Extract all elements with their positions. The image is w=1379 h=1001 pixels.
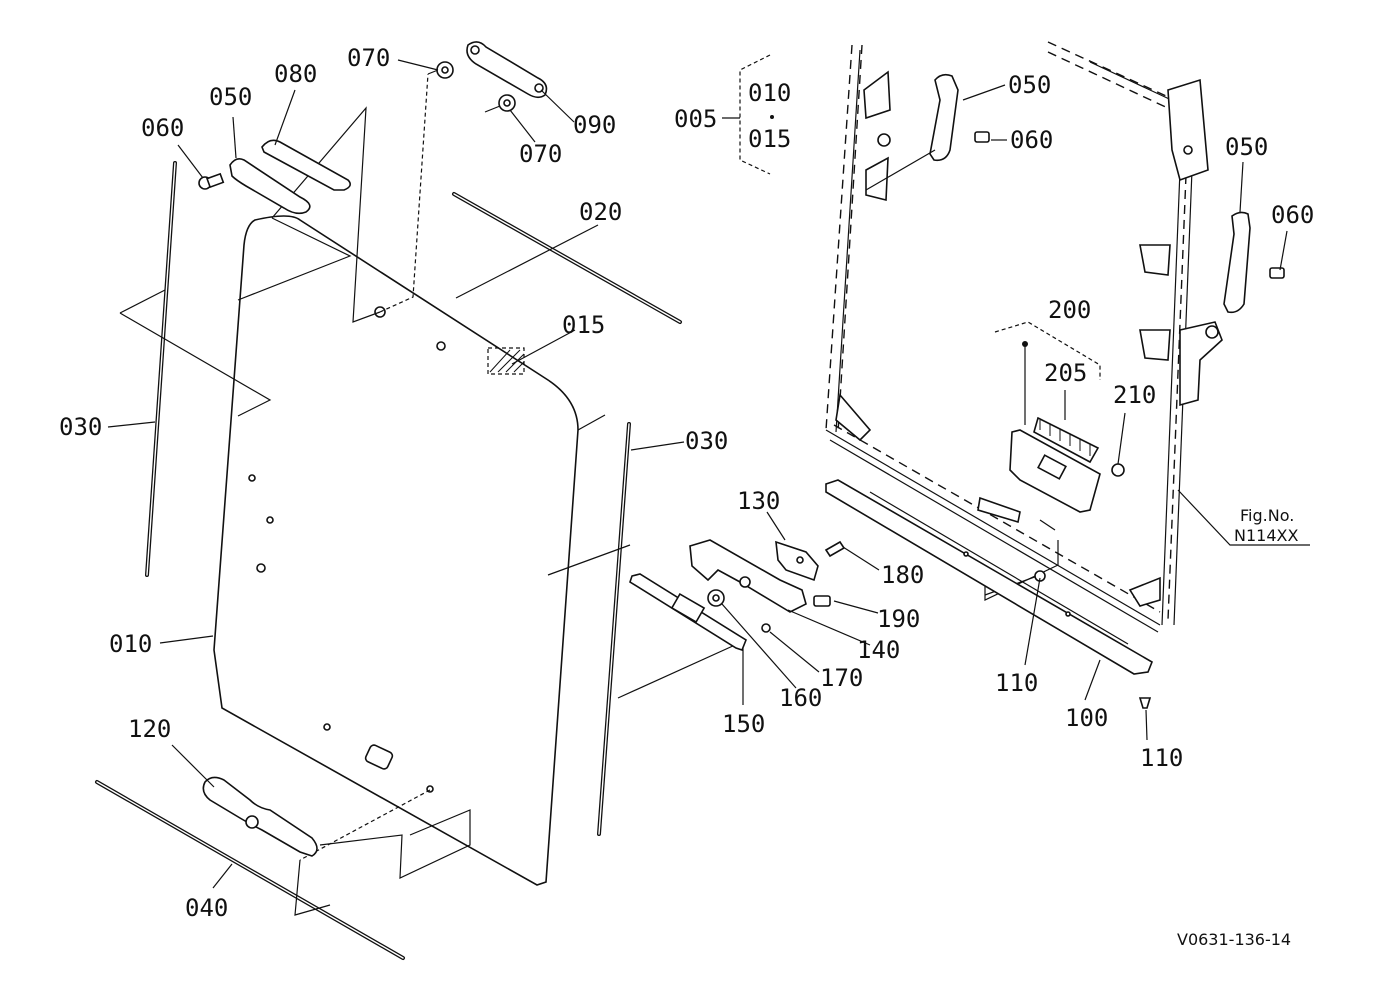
construction-lines bbox=[119, 69, 1059, 916]
label-160: 160 bbox=[779, 684, 822, 712]
label-070b: 070 bbox=[519, 140, 562, 168]
label-070a: 070 bbox=[347, 44, 390, 72]
label-050b: 050 bbox=[1008, 71, 1051, 99]
latch-assembly bbox=[629, 321, 1153, 709]
label-110a: 110 bbox=[995, 669, 1038, 697]
door-glass-010 bbox=[213, 215, 579, 886]
label-110b: 110 bbox=[1140, 744, 1183, 772]
label-030b: 030 bbox=[685, 427, 728, 455]
label-030a: 030 bbox=[59, 413, 102, 441]
seal-strips bbox=[95, 161, 682, 960]
label-060c: 060 bbox=[1271, 201, 1314, 229]
label-050c: 050 bbox=[1225, 133, 1268, 161]
fig-ref-line1: Fig.No. bbox=[1240, 506, 1294, 525]
figure-code: V0631-136-14 bbox=[1177, 930, 1291, 949]
label-150: 150 bbox=[722, 710, 765, 738]
label-015: 015 bbox=[562, 311, 605, 339]
label-020: 020 bbox=[579, 198, 622, 226]
label-140: 140 bbox=[857, 636, 900, 664]
label-200: 200 bbox=[1048, 296, 1091, 324]
cab-frame bbox=[825, 41, 1310, 633]
label-060b: 060 bbox=[1010, 126, 1053, 154]
label-005: 005 bbox=[674, 105, 717, 133]
label-190: 190 bbox=[877, 605, 920, 633]
label-050a: 050 bbox=[209, 83, 252, 111]
label-210: 210 bbox=[1113, 381, 1156, 409]
label-060a: 060 bbox=[141, 114, 184, 142]
label-010: 010 bbox=[109, 630, 152, 658]
handles bbox=[198, 41, 1285, 857]
part-labels: 070 080 050 060 090 070 020 015 030 030 … bbox=[59, 44, 1314, 949]
leader-lines bbox=[107, 54, 1288, 889]
label-205: 205 bbox=[1044, 359, 1087, 387]
label-100: 100 bbox=[1065, 704, 1108, 732]
label-040: 040 bbox=[185, 894, 228, 922]
label-130: 130 bbox=[737, 487, 780, 515]
label-080: 080 bbox=[274, 60, 317, 88]
label-005-item-010: 010 bbox=[748, 79, 791, 107]
label-120: 120 bbox=[128, 715, 171, 743]
fig-ref-line2: N114XX bbox=[1234, 526, 1298, 545]
label-170: 170 bbox=[820, 664, 863, 692]
label-180: 180 bbox=[881, 561, 924, 589]
label-005-item-015: 015 bbox=[748, 125, 791, 153]
label-090: 090 bbox=[573, 111, 616, 139]
